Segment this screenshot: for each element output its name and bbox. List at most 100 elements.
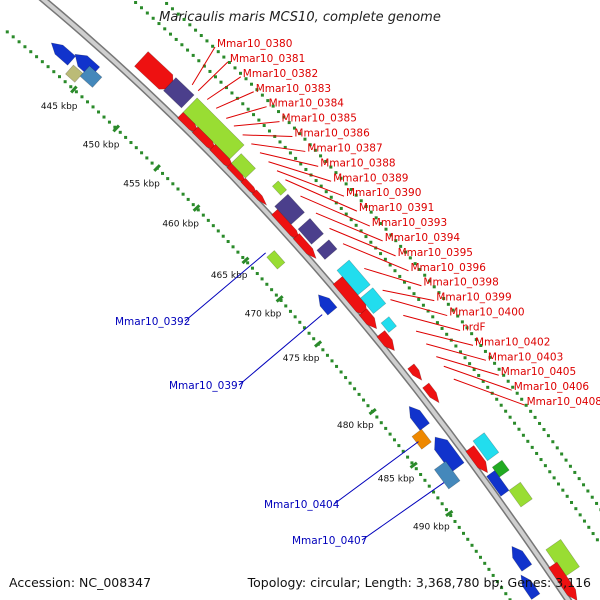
tick-dot bbox=[354, 193, 358, 197]
backbone-line bbox=[40, 0, 571, 600]
gene-reverse bbox=[266, 250, 286, 270]
tick-dot bbox=[80, 95, 84, 99]
forward-gene-label: Mmar10_0385 bbox=[282, 113, 357, 125]
kbp-tick-label: 470 kbp bbox=[245, 309, 282, 319]
tick-dot bbox=[139, 6, 143, 10]
tick-dot bbox=[419, 472, 423, 476]
tick-dot bbox=[357, 392, 361, 396]
tick-dot bbox=[165, 1, 169, 5]
tick-dot bbox=[388, 263, 392, 267]
tick-dot bbox=[330, 359, 334, 363]
tick-dot bbox=[188, 23, 192, 27]
tick-dot bbox=[548, 470, 552, 474]
tick-dot bbox=[348, 381, 352, 385]
tick-dot bbox=[556, 482, 560, 486]
forward-gene-label: Mmar10_0383 bbox=[256, 83, 331, 95]
tick-dot bbox=[408, 256, 412, 260]
tick-dot bbox=[586, 489, 590, 493]
reverse-gene-label: Mmar10_0407 bbox=[292, 535, 367, 547]
forward-leader-line bbox=[436, 356, 499, 376]
tick-dot bbox=[384, 227, 388, 231]
tick-dot bbox=[313, 148, 317, 152]
tick-dot bbox=[249, 82, 253, 86]
tick-dot bbox=[412, 292, 416, 296]
backbone bbox=[38, 0, 573, 600]
tick-dot bbox=[442, 296, 446, 300]
tick-dot bbox=[472, 368, 476, 372]
tick-dot bbox=[474, 338, 478, 342]
tick-dot bbox=[161, 171, 165, 175]
forward-leader-line bbox=[285, 179, 358, 212]
tick-dot bbox=[124, 135, 128, 139]
tick-dot bbox=[388, 432, 392, 436]
tick-dot bbox=[271, 104, 275, 108]
reverse-gene-label: Mmar10_0404 bbox=[264, 499, 340, 511]
tick-dot bbox=[231, 245, 235, 249]
tick-dot bbox=[224, 86, 228, 90]
tick-dot bbox=[483, 349, 487, 353]
forward-leader-line bbox=[403, 314, 461, 331]
tick-dot bbox=[565, 494, 569, 498]
tick-dot bbox=[515, 391, 519, 395]
gene-reverse bbox=[520, 574, 541, 600]
tick-dot bbox=[176, 12, 180, 16]
tick-dot bbox=[533, 415, 537, 419]
tick-dot bbox=[57, 75, 61, 79]
tick-dot bbox=[307, 331, 311, 335]
tick-dot bbox=[151, 16, 155, 20]
tick-dot bbox=[216, 229, 220, 233]
forward-gene-label: Mmar10_0386 bbox=[294, 128, 370, 140]
tick-mark bbox=[368, 407, 377, 416]
tick-dot bbox=[359, 229, 363, 233]
tick-dot bbox=[150, 161, 154, 165]
forward-gene-label: Mmar10_0389 bbox=[333, 172, 408, 184]
tick-dot bbox=[513, 421, 517, 425]
tick-dot bbox=[241, 255, 245, 259]
tick-dot bbox=[145, 11, 149, 15]
tick-dot bbox=[500, 586, 504, 590]
tick-dot bbox=[63, 80, 67, 84]
tick-dot bbox=[379, 252, 383, 256]
kbp-tick-label: 475 kbp bbox=[283, 354, 320, 364]
tick-dot bbox=[182, 17, 186, 21]
forward-gene-label: Mmar10_0395 bbox=[398, 247, 473, 259]
tick-dot bbox=[52, 70, 56, 74]
forward-leader-line bbox=[191, 46, 216, 86]
tick-dot bbox=[595, 538, 599, 542]
tick-dot bbox=[91, 105, 95, 109]
tick-dot bbox=[74, 90, 78, 94]
tick-dot bbox=[186, 197, 190, 201]
tick-dot bbox=[393, 269, 397, 273]
tick-dot bbox=[216, 50, 220, 54]
tick-dot bbox=[449, 514, 453, 518]
tick-dot bbox=[474, 549, 478, 553]
tick-dot bbox=[299, 162, 303, 166]
tick-dot bbox=[444, 508, 448, 512]
gene-forward bbox=[380, 316, 397, 333]
tick-dot bbox=[520, 397, 524, 401]
tick-dot bbox=[410, 461, 414, 465]
tick-dot bbox=[222, 55, 226, 59]
reverse-gene-label: Mmar10_0397 bbox=[169, 380, 244, 392]
gene-forward bbox=[292, 233, 317, 260]
tick-dot bbox=[304, 167, 308, 171]
tick-dot bbox=[463, 356, 467, 360]
tick-dot bbox=[564, 458, 568, 462]
tick-dot bbox=[168, 32, 172, 36]
tick-mark bbox=[241, 256, 250, 265]
tick-dot bbox=[398, 274, 402, 278]
forward-leader-line bbox=[364, 267, 422, 287]
tick-dot bbox=[302, 326, 306, 330]
tick-dot bbox=[202, 64, 206, 68]
tick-dot bbox=[267, 129, 271, 133]
gene-forward bbox=[465, 445, 488, 474]
tick-dot bbox=[451, 308, 455, 312]
tick-dot bbox=[421, 303, 425, 307]
forward-gene-label: Mmar10_0402 bbox=[475, 336, 550, 348]
tick-dot bbox=[353, 387, 357, 391]
forward-gene-label: Mmar10_0391 bbox=[359, 202, 434, 214]
forward-gene-label: Mmar10_0394 bbox=[385, 232, 461, 244]
tick-dot bbox=[561, 488, 565, 492]
forward-leader-line bbox=[382, 289, 435, 302]
forward-leader-line bbox=[453, 378, 525, 406]
